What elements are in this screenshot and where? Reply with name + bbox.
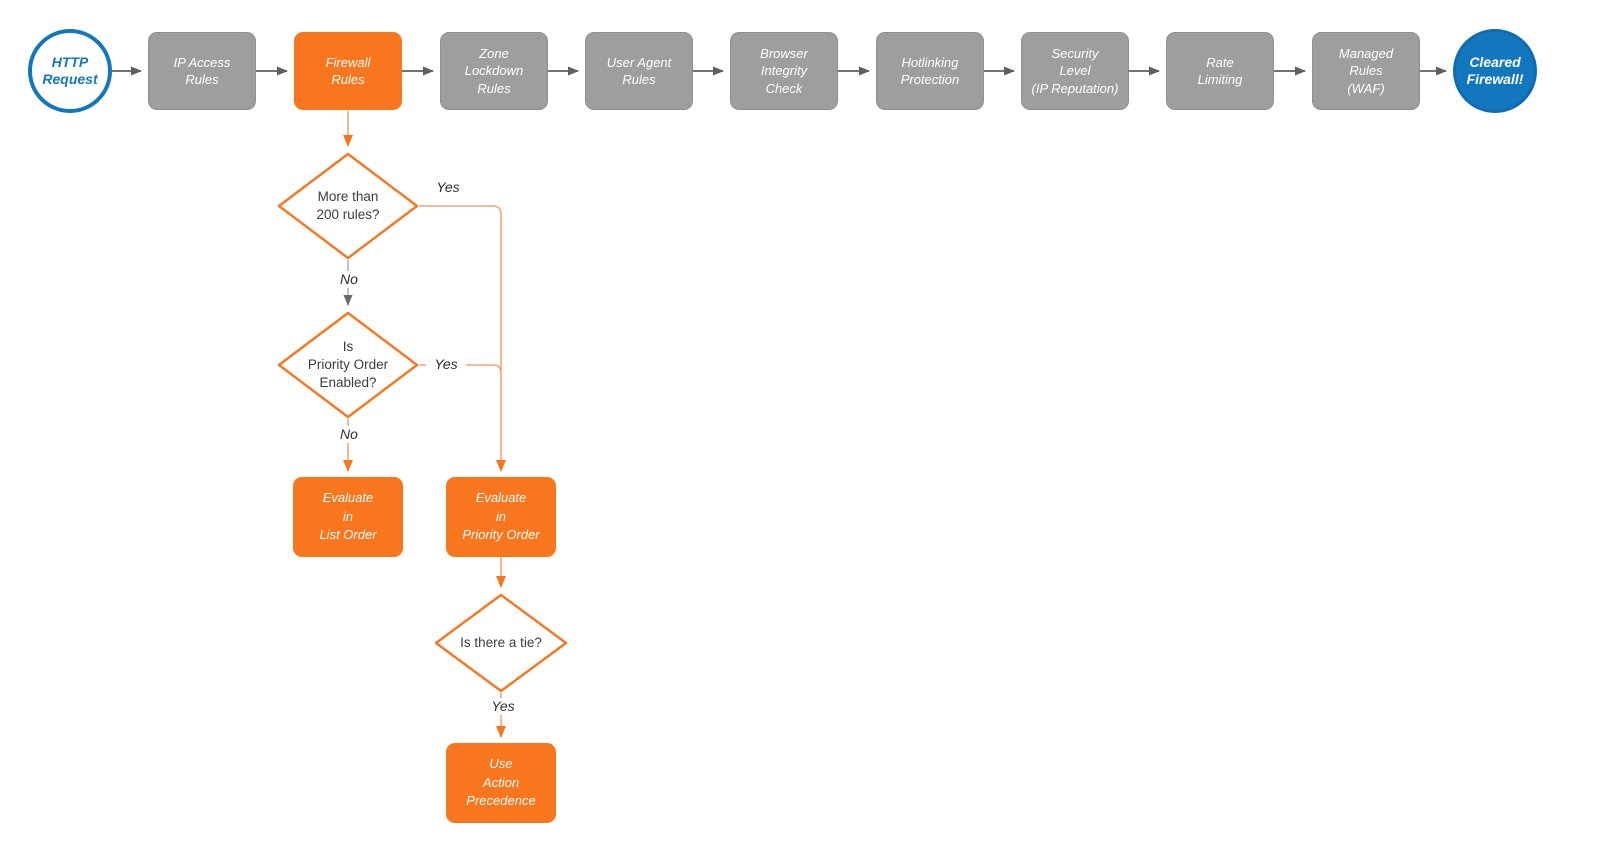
action-label: Use Action Precedence bbox=[466, 755, 536, 809]
decision-is-there-a-tie: Is there a tie? bbox=[434, 593, 568, 693]
stage-label: Managed Rules (WAF) bbox=[1338, 46, 1394, 96]
decision-label: Is there a tie? bbox=[460, 634, 542, 650]
edge-label-yes-priority-enabled: Yes bbox=[426, 356, 466, 373]
stage-label: IP Access Rules bbox=[173, 54, 231, 87]
stage-firewall-rules: Firewall Rules bbox=[294, 32, 402, 110]
action-use-action-precedence: Use Action Precedence bbox=[446, 743, 556, 823]
stage-hotlinking-protection: Hotlinking Protection bbox=[876, 32, 984, 110]
decision-priority-order-enabled: Is Priority Order Enabled? bbox=[277, 311, 419, 419]
stage-label: Browser Integrity Check bbox=[760, 46, 808, 96]
stage-rate-limiting: Rate Limiting bbox=[1166, 32, 1274, 110]
edge-label-no-priority-enabled: No bbox=[331, 426, 367, 443]
stage-label: Rate Limiting bbox=[1197, 54, 1243, 87]
stage-label: Security Level (IP Reputation) bbox=[1031, 46, 1119, 96]
edge-label-yes-tie: Yes bbox=[483, 698, 523, 715]
decision-label: Is Priority Order Enabled? bbox=[307, 338, 389, 391]
start-node-label: HTTP Request bbox=[42, 53, 98, 88]
stage-label: Zone Lockdown Rules bbox=[464, 46, 524, 96]
decision-label: More than 200 rules? bbox=[316, 188, 380, 222]
action-evaluate-in-priority-order: Evaluate in Priority Order bbox=[446, 477, 556, 557]
stage-label: Firewall Rules bbox=[325, 54, 371, 87]
arrow-decision1-yes-to-evaluate-priority bbox=[419, 205, 506, 472]
stage-zone-lockdown-rules: Zone Lockdown Rules bbox=[440, 32, 548, 110]
stage-user-agent-rules: User Agent Rules bbox=[585, 32, 693, 110]
decision-more-than-200-rules: More than 200 rules? bbox=[277, 152, 419, 260]
action-label: Evaluate in List Order bbox=[319, 489, 377, 543]
stage-label: Hotlinking Protection bbox=[900, 54, 960, 87]
stage-label: User Agent Rules bbox=[606, 54, 672, 87]
arrow-decision2-yes-join bbox=[419, 364, 502, 374]
end-node-label: Cleared Firewall! bbox=[1466, 53, 1524, 88]
action-evaluate-in-list-order: Evaluate in List Order bbox=[293, 477, 403, 557]
action-label: Evaluate in Priority Order bbox=[462, 489, 540, 543]
diamond-shape bbox=[434, 593, 568, 693]
stage-ip-access-rules: IP Access Rules bbox=[148, 32, 256, 110]
stage-managed-rules-waf: Managed Rules (WAF) bbox=[1312, 32, 1420, 110]
stage-browser-integrity-check: Browser Integrity Check bbox=[730, 32, 838, 110]
start-node-http-request: HTTP Request bbox=[28, 29, 112, 113]
stage-security-level: Security Level (IP Reputation) bbox=[1021, 32, 1129, 110]
diamond-shape bbox=[277, 152, 419, 260]
edge-label-yes-rule-count: Yes bbox=[428, 179, 468, 196]
diamond-shape bbox=[277, 311, 419, 419]
edge-label-no-rule-count: No bbox=[331, 271, 367, 288]
end-node-cleared-firewall: Cleared Firewall! bbox=[1453, 29, 1537, 113]
